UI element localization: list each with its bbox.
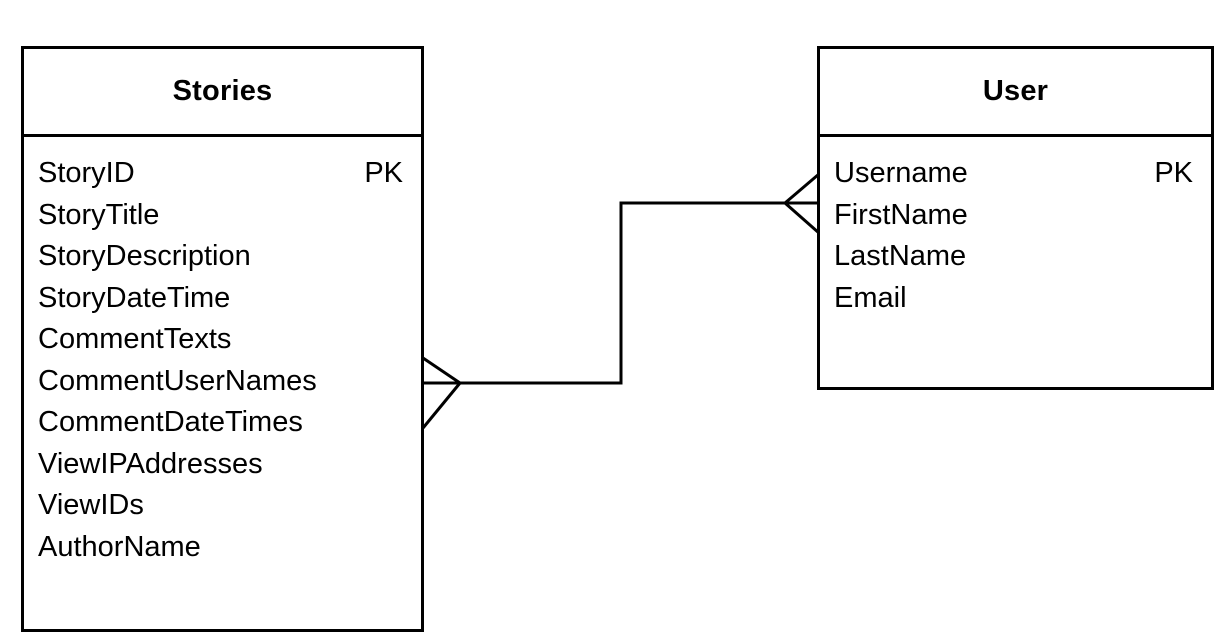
attribute-row[interactable]: Username PK [820, 159, 1211, 201]
attribute-name: CommentDateTimes [38, 406, 303, 438]
crowfoot-many-user [784, 172, 820, 235]
attribute-name: StoryDescription [38, 240, 251, 272]
entity-stories-attributes: StoryID PK StoryTitle StoryDescription S… [24, 137, 421, 574]
attribute-name: CommentTexts [38, 323, 232, 355]
relationship-line [460, 201, 785, 385]
attribute-row[interactable]: StoryTitle [24, 198, 421, 243]
attribute-row[interactable]: Email [820, 281, 1211, 326]
attribute-row[interactable]: CommentUserNames [24, 364, 421, 409]
attribute-name: ViewIPAddresses [38, 447, 263, 480]
attribute-row[interactable]: FirstName [820, 198, 1211, 243]
attribute-row[interactable]: AuthorName [24, 530, 421, 575]
attribute-key: PK [364, 157, 403, 189]
entity-user[interactable]: User Username PK FirstName LastName Emai… [817, 46, 1214, 390]
attribute-row[interactable]: CommentTexts [24, 325, 421, 367]
attribute-row[interactable]: LastName [820, 242, 1211, 284]
entity-user-attributes: Username PK FirstName LastName Email [820, 137, 1211, 325]
entity-user-title: User [982, 75, 1049, 107]
entity-stories[interactable]: Stories StoryID PK StoryTitle StoryDescr… [21, 46, 424, 632]
attribute-name: Email [834, 281, 907, 314]
attribute-name: StoryDateTime [38, 281, 231, 314]
attribute-row[interactable]: StoryDescription [24, 242, 421, 284]
entity-user-header: User [820, 49, 1211, 137]
attribute-row[interactable]: StoryID PK [24, 159, 421, 201]
attribute-name: StoryID [38, 157, 135, 189]
crowfoot-many-stories [421, 356, 462, 429]
attribute-row[interactable]: CommentDateTimes [24, 408, 421, 450]
entity-stories-header: Stories [24, 49, 421, 137]
attribute-name: Username [834, 157, 968, 189]
entity-stories-title: Stories [172, 75, 273, 107]
attribute-name: ViewIDs [38, 489, 144, 521]
attribute-name: StoryTitle [38, 198, 160, 231]
attribute-name: LastName [834, 240, 967, 272]
attribute-row[interactable]: ViewIDs [24, 491, 421, 533]
attribute-row[interactable]: ViewIPAddresses [24, 447, 421, 492]
attribute-key: PK [1154, 157, 1193, 189]
attribute-row[interactable]: StoryDateTime [24, 281, 421, 326]
attribute-name: FirstName [834, 198, 968, 231]
attribute-name: CommentUserNames [38, 364, 317, 397]
attribute-name: AuthorName [38, 530, 201, 563]
